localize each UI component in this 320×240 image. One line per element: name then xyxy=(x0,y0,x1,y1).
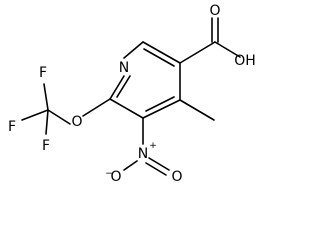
bond-c5-cooh xyxy=(179,41,216,64)
bond-c-f-top xyxy=(43,83,49,111)
bond-nitro-o-left xyxy=(123,160,138,171)
atom-hydroxyl: OH xyxy=(234,53,256,69)
bond-c3-c4 xyxy=(142,99,181,119)
bond-c3-c4-double xyxy=(145,96,175,112)
bond-c2-o xyxy=(82,98,111,117)
atom-f-top: F xyxy=(39,65,47,81)
molecule-drawing: N O OH O F F F N + O − O xyxy=(8,3,256,185)
charge-nitro-o: − xyxy=(105,169,113,179)
bond-n-c2 xyxy=(109,75,125,100)
bond-c-f-left xyxy=(21,109,49,121)
bond-c-oh xyxy=(214,41,241,58)
bond-c5-c6 xyxy=(142,41,181,64)
bond-c5-c6-double xyxy=(143,48,175,67)
bond-n-c2-double xyxy=(116,75,131,98)
atom-nitro-o-right: O xyxy=(171,169,182,185)
bond-c6-n xyxy=(123,41,144,59)
bond-nitro-o-right-2 xyxy=(145,162,167,176)
atom-f-left: F xyxy=(8,119,16,135)
bond-o-cf3 xyxy=(47,109,71,125)
bond-c2-c3 xyxy=(109,98,144,119)
bond-nitro-o-right-1 xyxy=(148,157,170,171)
charge-nitro-n: + xyxy=(149,141,157,151)
bond-c-f-bottom xyxy=(45,109,49,135)
atom-ether-o: O xyxy=(71,114,82,130)
atom-carbonyl-o: O xyxy=(209,3,220,19)
atom-nitro-o-left: O xyxy=(110,169,121,185)
bond-c4-methyl xyxy=(179,99,215,121)
atom-ring-n: N xyxy=(119,60,129,76)
atom-nitro-n: N xyxy=(138,146,148,162)
atom-f-bottom: F xyxy=(42,138,50,154)
structure-diagram: N O OH O F F F N + O − O xyxy=(7,3,256,185)
